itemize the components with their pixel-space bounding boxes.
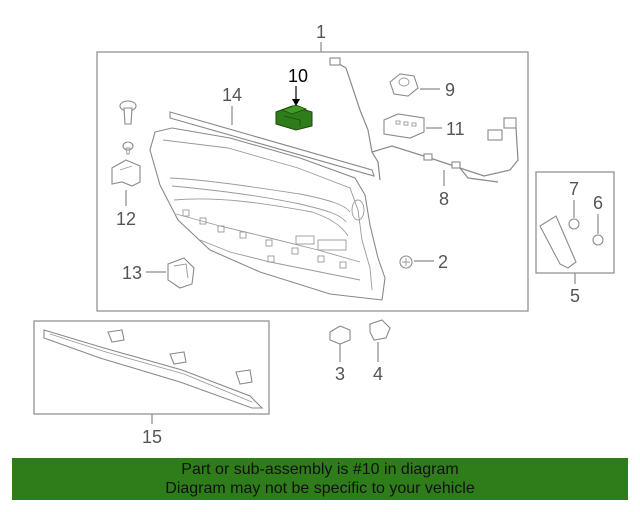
fastener-part-7 — [568, 218, 580, 230]
callout-5: 5 — [570, 286, 580, 306]
push-pin — [119, 100, 137, 155]
clip-part-4 — [369, 319, 391, 341]
callout-4: 4 — [373, 364, 383, 384]
callout-12: 12 — [116, 209, 136, 229]
callout-10: 10 — [288, 66, 308, 86]
callout-10-arrow — [292, 99, 300, 106]
clip-part-13 — [167, 257, 195, 289]
banner-line-2: Diagram may not be specific to your vehi… — [165, 480, 475, 497]
connector-part-9 — [389, 73, 419, 97]
sill-molding-part-15 — [43, 329, 264, 409]
callout-7: 7 — [569, 179, 579, 199]
fastener-part-6 — [592, 234, 604, 246]
callout-14: 14 — [222, 85, 242, 105]
bracket-part-12 — [111, 159, 141, 187]
door-trim-panel — [149, 127, 386, 301]
callout-11: 11 — [446, 119, 465, 139]
callout-8: 8 — [439, 189, 449, 209]
callout-9: 9 — [445, 80, 455, 100]
parts-diagram: 1 14 10 9 — [33, 22, 615, 447]
module-part-11 — [383, 113, 425, 139]
wiring-harness-part-8 — [329, 57, 519, 183]
belt-molding-strip — [169, 111, 375, 177]
callout-2: 2 — [438, 252, 448, 272]
callout-13: 13 — [122, 263, 142, 283]
door-panel-group-frame — [96, 51, 529, 312]
window-switch-part-10 — [275, 104, 313, 131]
screw-part-2 — [399, 255, 413, 269]
callout-6: 6 — [593, 193, 603, 213]
info-banner: Part or sub-assembly is #10 in diagram D… — [12, 458, 628, 500]
banner-line-1: Part or sub-assembly is #10 in diagram — [181, 461, 459, 478]
trim-piece-part-5 — [539, 215, 577, 269]
callout-1: 1 — [316, 22, 326, 42]
callout-3: 3 — [335, 364, 345, 384]
callout-15: 15 — [142, 427, 162, 447]
bolt-part-3 — [329, 325, 351, 352]
